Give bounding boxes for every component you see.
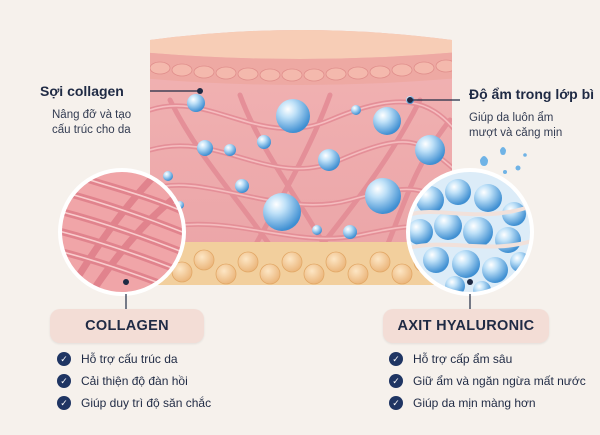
list-item-text: Giữ ẩm và ngăn ngừa mất nước xyxy=(413,374,586,388)
hyaluronic-pill: AXIT HYALURONIC xyxy=(383,309,549,343)
hyaluronic-zoom-circle xyxy=(406,168,534,312)
water-bubbles xyxy=(163,94,445,239)
list-item-text: Cải thiện độ đàn hồi xyxy=(81,374,188,388)
list-item: ✓ Giúp da mịn màng hơn xyxy=(389,392,586,414)
check-circle-icon: ✓ xyxy=(57,352,71,366)
list-item-text: Hỗ trợ cấp ẩm sâu xyxy=(413,352,513,366)
check-circle-icon: ✓ xyxy=(57,374,71,388)
list-item-text: Hỗ trợ cấu trúc da xyxy=(81,352,178,366)
moisture-desc-2: mượt và căng mịn xyxy=(469,127,563,139)
moisture-title: Độ ẩm trong lớp bì xyxy=(469,86,595,102)
list-item: ✓ Hỗ trợ cấu trúc da xyxy=(57,348,211,370)
collagen-fiber-desc-2: cấu trúc cho da xyxy=(52,124,131,136)
list-item-text: Giúp duy trì độ săn chắc xyxy=(81,396,212,410)
collagen-fiber-title: Sợi collagen xyxy=(40,83,124,99)
list-item: ✓ Cải thiện độ đàn hồi xyxy=(57,370,211,392)
collagen-benefits-list: ✓ Hỗ trợ cấu trúc da ✓ Cải thiện độ đàn hồ… xyxy=(57,348,211,414)
list-item: ✓ Giúp duy trì độ săn chắc xyxy=(57,392,211,414)
skin-block xyxy=(150,30,452,285)
water-droplets xyxy=(480,147,527,174)
hyaluronic-benefits-list: ✓ Hỗ trợ cấp ẩm sâu ✓ Giữ ẩm và ngăn ngừa … xyxy=(389,348,586,414)
list-item: ✓ Hỗ trợ cấp ẩm sâu xyxy=(389,348,586,370)
collagen-zoom-circle xyxy=(58,168,186,312)
collagen-fiber-desc-1: Nâng đỡ và tạo xyxy=(52,109,132,121)
moisture-desc-1: Giúp da luôn ẩm xyxy=(469,112,554,124)
list-item: ✓ Giữ ẩm và ngăn ngừa mất nước xyxy=(389,370,586,392)
collagen-pill: COLLAGEN xyxy=(50,309,204,343)
check-circle-icon: ✓ xyxy=(389,352,403,366)
check-circle-icon: ✓ xyxy=(389,396,403,410)
list-item-text: Giúp da mịn màng hơn xyxy=(413,396,536,410)
check-circle-icon: ✓ xyxy=(57,396,71,410)
check-circle-icon: ✓ xyxy=(389,374,403,388)
